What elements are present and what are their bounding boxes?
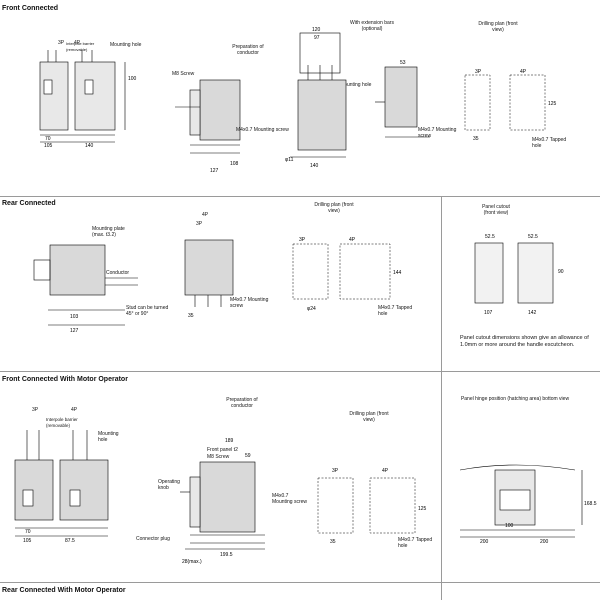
label-rear-drill-3p: 3P (299, 237, 306, 243)
dim-52-5: 52.5 (485, 234, 495, 240)
rear-connected-side-view: 103 127 (33, 244, 138, 334)
label-motor-drilling-plan: Drilling plan (front view) (349, 411, 389, 423)
dim-70: 70 (45, 136, 51, 142)
label-rear-drill-4p: 4P (349, 237, 356, 243)
section-divider (0, 582, 600, 583)
dim-hinge-200b: 200 (540, 539, 549, 545)
dim-53: 53 (400, 60, 406, 66)
section-title-front-connected: Front Connected (2, 5, 58, 12)
dim-phi24: φ24 (307, 306, 316, 312)
dim-hinge-200a: 200 (480, 539, 489, 545)
label-3p: 3P (58, 40, 65, 46)
dim-100: 100 (128, 76, 137, 82)
label-drilling-plan-2: Drilling plan (front view) (314, 202, 354, 214)
label-motor-3p: 3P (32, 407, 39, 413)
rear-connected-back-view: 35 (184, 239, 234, 319)
label-ext-bars: With extension bars (optional) (350, 20, 394, 32)
dim-motor-105: 105 (23, 538, 32, 544)
dim-144: 144 (393, 270, 402, 276)
dim-motor-35: 35 (330, 539, 336, 545)
dim-120: 120 (312, 27, 321, 33)
column-divider (441, 196, 442, 600)
front-connected-side-view: 108 127 (175, 79, 241, 174)
dim-motor-70: 70 (25, 529, 31, 535)
dim-90: 90 (558, 269, 564, 275)
label-rear-4p: 4P (202, 212, 209, 218)
label-front-panel: Front panel t2 (207, 447, 238, 453)
label-interpole-barrier: Interpole barrier (removable) (66, 41, 95, 52)
dim-59: 59 (245, 453, 251, 459)
label-motor-drill-4p: 4P (382, 468, 389, 474)
dim-103: 103 (70, 314, 79, 320)
panel-cutout-view: 52.5 52.5 90 107 142 (474, 234, 564, 316)
dim-35-rear: 35 (188, 313, 194, 319)
dim-hinge-100: 100 (505, 523, 514, 529)
front-connected-extension-view: 120 97 φ11 140 (285, 27, 347, 169)
label-m4-tapped-rear: M4x0.7 Tapped hole (378, 305, 413, 317)
front-motor-front-view: 70 105 87.5 (14, 430, 109, 544)
label-panel-hinge: Panel hinge position (hatching area) bot… (460, 396, 570, 402)
label-prep-conductor: Preparation of conductor (232, 44, 264, 56)
dim-142: 142 (528, 310, 537, 316)
label-motor-4p: 4P (71, 407, 78, 413)
dim-motor-87-5: 87.5 (65, 538, 75, 544)
label-motor-interpole: Interpole barrier (removable) (46, 417, 78, 428)
dim-199-5: 199.5 (220, 552, 233, 558)
section-divider (0, 371, 600, 372)
dim-108: 108 (230, 161, 239, 167)
label-motor-m8-screw: M8 Screw (207, 454, 230, 460)
rear-connected-drilling-plan: 3P 4P 144 φ24 (292, 237, 402, 312)
front-connected-extension-side: 53 (375, 60, 430, 138)
dim-125: 125 (548, 101, 557, 107)
label-m4-tapped-1: M4x0.7 Tapped hole (532, 137, 567, 149)
label-motor-prep-conductor: Preparation of conductor (226, 397, 258, 409)
label-mounting-hole: Mounting hole (110, 42, 142, 48)
front-motor-side-view: 189 59 199.5 28(max.) (180, 438, 265, 565)
front-connected-front-view: 70 105 140 100 (39, 50, 137, 149)
dim-105: 105 (44, 143, 53, 149)
front-motor-drilling-plan: 3P 4P 125 35 (317, 468, 427, 545)
dim-97: 97 (314, 35, 320, 41)
front-connected-drilling-plan: 3P 4P 125 35 (464, 69, 557, 142)
label-drill-3p: 3P (475, 69, 482, 75)
dim-189: 189 (225, 438, 234, 444)
label-4p: 4P (74, 40, 81, 46)
dim-phi11: φ11 (285, 157, 294, 163)
dim-127-rear: 127 (70, 328, 79, 334)
label-mounting-hole-2: Mounting hole (340, 82, 372, 88)
label-m4-mount-1: M4x0.7 Mounting screw (236, 127, 289, 133)
section-divider (0, 196, 600, 197)
label-conductor: Conductor (106, 270, 130, 276)
dim-35: 35 (473, 136, 479, 142)
dim-168-5: 168.5 (584, 501, 597, 507)
label-mounting-plate: Mounting plate (max. t3.2) (92, 226, 125, 238)
dim-28max: 28(max.) (182, 559, 202, 565)
dim-127: 127 (210, 168, 219, 174)
section-title-rear-connected: Rear Connected (2, 200, 56, 207)
dim-140: 140 (85, 143, 94, 149)
label-m4-mount-rear: M4x0.7 Mounting screw (230, 297, 269, 309)
label-motor-mounting-hole: Mounting hole (98, 431, 119, 443)
label-connector-plug: Connector plug (136, 536, 170, 542)
section-title-rear-motor: Rear Connected With Motor Operator (2, 587, 126, 594)
label-stud: Stud can be turned 45° or 90° (126, 305, 169, 317)
dim-140b: 140 (310, 163, 319, 169)
label-panel-cutout: Panel cutout (front view) (482, 204, 510, 216)
label-drill-4p: 4P (520, 69, 527, 75)
label-rear-3p: 3P (196, 221, 203, 227)
dim-52-5b: 52.5 (528, 234, 538, 240)
label-motor-m4-tapped: M4x0.7 Tapped hole (398, 537, 433, 549)
label-motor-drill-3p: 3P (332, 468, 339, 474)
label-motor-m4-mount: M4x0.7 Mounting screw (272, 493, 308, 505)
panel-cutout-note: Panel cutout dimensions shown give an al… (460, 335, 589, 348)
dim-107: 107 (484, 310, 493, 316)
label-drilling-plan-1: Drilling plan (front view) (478, 21, 518, 33)
panel-hinge-view: 100 200 200 168.5 (459, 464, 597, 545)
label-operating-knob: Operating knob (158, 479, 180, 491)
label-m4-mount-2: M4x0.7 Mounting screw (418, 127, 457, 139)
section-title-front-motor: Front Connected With Motor Operator (2, 376, 128, 383)
dim-motor-125: 125 (418, 506, 427, 512)
label-m8-screw: M8 Screw (172, 71, 195, 77)
